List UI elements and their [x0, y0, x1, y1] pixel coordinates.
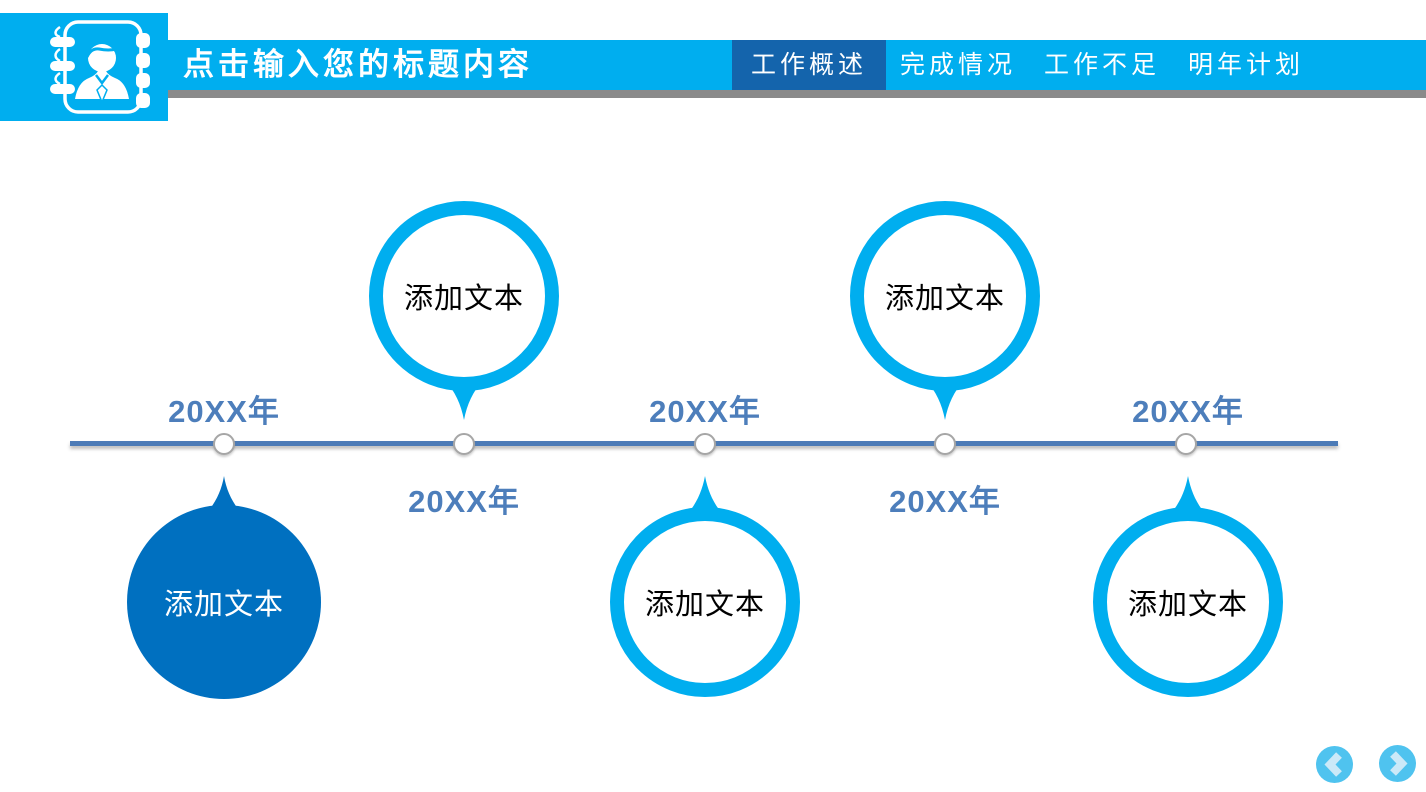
- placeholder-text-4[interactable]: 添加文本: [884, 283, 1005, 315]
- timeline-node-3: [694, 433, 716, 455]
- placeholder-text-2[interactable]: 添加文本: [403, 283, 524, 315]
- page-title[interactable]: 点击输入您的标题内容: [183, 47, 533, 82]
- placeholder-text-5[interactable]: 添加文本: [1127, 589, 1248, 621]
- timeline-circle-2: 添加文本: [369, 201, 559, 391]
- header-tabs: 工作概述 完成情况 工作不足 明年计划: [732, 40, 1318, 90]
- logo-block: [0, 13, 168, 121]
- timeline-circle-3: 添加文本: [610, 507, 800, 697]
- tab-work-overview[interactable]: 工作概述: [732, 40, 887, 90]
- timeline-node-4: [934, 433, 956, 455]
- next-slide-button[interactable]: [1379, 745, 1416, 782]
- timeline-node-5: [1175, 433, 1197, 455]
- tab-next-year-plan[interactable]: 明年计划: [1188, 51, 1305, 79]
- timeline-circle-1: 添加文本: [127, 505, 321, 699]
- year-label-4: 20XX年: [889, 484, 1001, 519]
- tab-completion-status[interactable]: 完成情况: [900, 51, 1017, 79]
- year-label-3: 20XX年: [649, 394, 761, 429]
- placeholder-text-3[interactable]: 添加文本: [644, 589, 765, 621]
- chevron-left-icon: [1324, 752, 1342, 777]
- notebook-person-icon: [50, 20, 150, 114]
- timeline-node-1: [213, 433, 235, 455]
- header-shadow-divider: [168, 90, 1426, 98]
- tab-work-shortcomings[interactable]: 工作不足: [1044, 51, 1161, 79]
- timeline-circle-5: 添加文本: [1093, 507, 1283, 697]
- year-label-5: 20XX年: [1132, 394, 1244, 429]
- chevron-right-icon: [1390, 751, 1408, 776]
- prev-slide-button[interactable]: [1316, 746, 1353, 783]
- year-label-1: 20XX年: [168, 394, 280, 429]
- header-bar: 点击输入您的标题内容 工作概述 完成情况 工作不足 明年计划: [168, 40, 1426, 90]
- placeholder-text-1[interactable]: 添加文本: [163, 589, 284, 621]
- timeline-circle-4: 添加文本: [850, 201, 1040, 391]
- timeline-node-2: [453, 433, 475, 455]
- year-label-2: 20XX年: [408, 484, 520, 519]
